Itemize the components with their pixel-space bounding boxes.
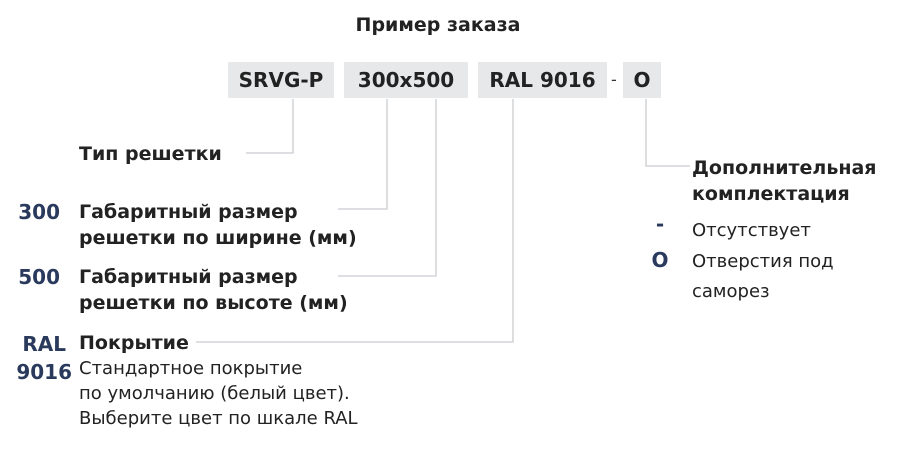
height-desc-line2: решетки по высоте (мм): [79, 292, 348, 314]
option-code-box: O: [623, 62, 661, 98]
option-dash-text: Отсутствует: [692, 220, 811, 241]
coating-line2: по умолчанию (белый цвет).: [79, 383, 350, 404]
ral-code-box: RAL 9016: [478, 62, 607, 98]
width-code: 300: [18, 200, 60, 224]
coating-title: Покрытие: [79, 332, 189, 354]
ral-code-line1: RAL: [22, 332, 66, 356]
type-code-box: SRVG-P: [228, 62, 334, 98]
height-connector: [338, 99, 437, 277]
option-o-text-line1: Отверстия под: [692, 251, 834, 272]
coating-line3: Выберите цвет по шкале RAL: [79, 408, 358, 429]
ral-code-line2: 9016: [16, 360, 72, 384]
type-label: Тип решетки: [79, 143, 222, 165]
size-code-box: 300x500: [344, 62, 468, 98]
option-connector: [645, 99, 690, 167]
width-desc-line1: Габаритный размер: [79, 201, 298, 223]
height-desc-line1: Габаритный размер: [79, 266, 298, 288]
options-heading-line1: Дополнительная: [692, 157, 877, 179]
coating-line1: Стандартное покрытие: [79, 358, 303, 379]
width-connector: [338, 99, 388, 210]
option-dash-code: -: [655, 212, 665, 236]
page-title: Пример заказа: [355, 14, 521, 36]
height-code: 500: [18, 265, 60, 289]
option-o-code: O: [651, 248, 669, 272]
type-connector: [246, 99, 294, 154]
ral-connector: [196, 99, 514, 343]
width-desc-line2: решетки по ширине (мм): [79, 227, 357, 249]
options-heading-line2: комплектация: [692, 183, 850, 205]
box-separator: -: [611, 70, 617, 89]
option-o-text-line2: саморез: [692, 281, 770, 302]
